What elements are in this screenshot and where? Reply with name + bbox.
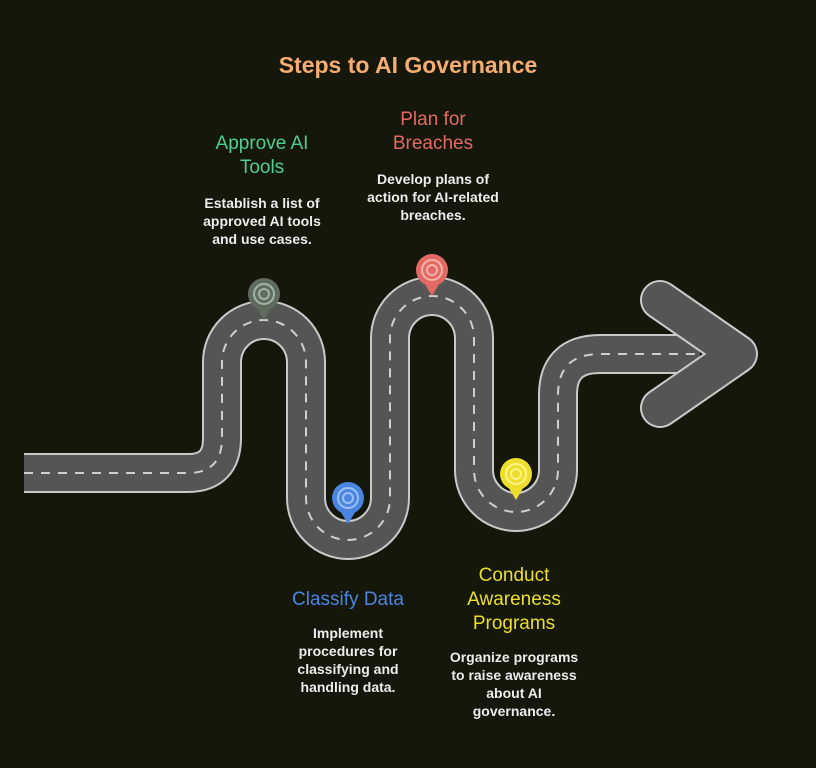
step-description-line: classifying and: [297, 661, 399, 677]
step-description-line: to raise awareness: [451, 667, 577, 683]
arrow-head-icon: [642, 282, 756, 426]
diagram-title: Steps to AI Governance: [278, 52, 538, 78]
map-pin-icon-classify: [332, 482, 364, 524]
step-heading-approve: Approve AI Tools: [152, 132, 372, 180]
step-description-line: about AI: [486, 685, 542, 701]
step-description-line: Develop plans of: [376, 171, 490, 187]
step-heading-line: Classify Data: [292, 589, 404, 610]
step-description-breaches: Develop plans of action for AI-related bre…: [323, 170, 543, 224]
step-description-approve: Establish a list of approved AI tools and …: [152, 194, 372, 248]
step-heading-line: Awareness: [467, 589, 561, 610]
map-pin-icon-awareness: [500, 458, 532, 500]
step-heading-line: Conduct: [478, 565, 550, 586]
step-description-classify: Implement procedures for classifying and ha…: [238, 624, 458, 696]
step-description-line: Organize programs: [449, 649, 579, 665]
step-description-line: and use cases.: [212, 231, 312, 247]
step-description-line: approved AI tools: [203, 213, 321, 229]
road-center-line: [24, 295, 700, 541]
step-description-line: action for AI-related: [367, 189, 499, 205]
step-description-line: governance.: [472, 703, 556, 719]
step-heading-line: Breaches: [392, 133, 474, 154]
step-heading-line: Plan for: [400, 109, 466, 130]
step-description-line: handling data.: [300, 679, 396, 695]
step-description-line: procedures for: [298, 643, 398, 659]
step-description-line: breaches.: [400, 207, 466, 223]
step-description-line: Establish a list of: [204, 195, 320, 211]
step-description-awareness: Organize programs to raise awareness about…: [404, 648, 624, 720]
winding-road: [24, 276, 758, 560]
map-pin-icon-breaches: [416, 254, 448, 296]
step-description-line: Implement: [312, 625, 383, 641]
step-heading-classify: Classify Data: [238, 588, 458, 612]
step-markers: [248, 254, 532, 524]
step-heading-line: Programs: [472, 613, 556, 634]
step-heading-line: Tools: [239, 157, 285, 178]
map-pin-icon-approve: [248, 278, 280, 320]
step-heading-line: Approve AI: [215, 133, 309, 154]
